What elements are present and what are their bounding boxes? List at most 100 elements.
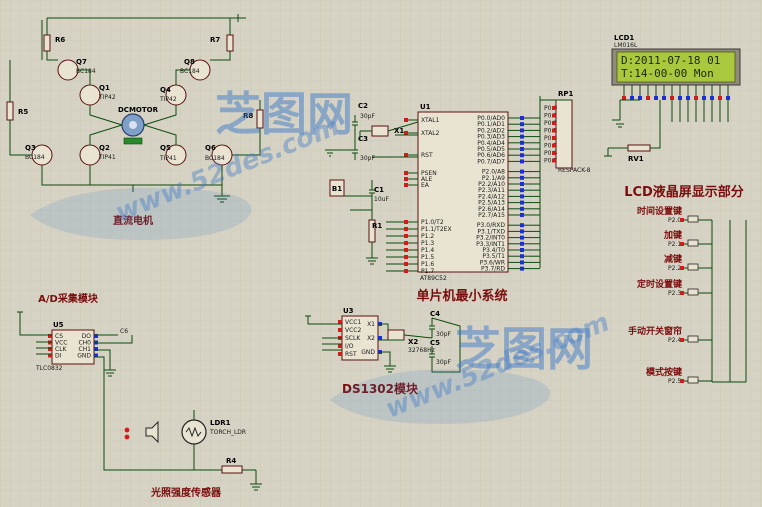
respack-rp1-body[interactable] xyxy=(555,99,573,169)
u1-right-pin-dot xyxy=(520,266,524,271)
q7-part: BC184 xyxy=(76,68,96,75)
ldr-zigzag-icon xyxy=(185,426,202,438)
resistor-r5-symbol[interactable] xyxy=(6,101,14,121)
u1-left-pin-dot xyxy=(404,171,408,175)
transistor-q2-symbol[interactable] xyxy=(79,144,101,166)
u1-part: AT89C52 xyxy=(420,275,447,282)
rp1-pin-label: P0.5 xyxy=(544,143,557,150)
rp1-pin-label: P0.1 xyxy=(544,113,557,120)
u1-left-pin-dot xyxy=(404,118,408,122)
b1-label: B1 xyxy=(332,185,342,193)
lcd-pin-dot xyxy=(622,96,626,100)
u1-right-pin-dot xyxy=(520,116,524,120)
u1-right-pin-label: P3.5/T1 xyxy=(482,253,505,260)
resistor-r6-symbol[interactable] xyxy=(43,34,51,52)
push-button-symbol[interactable] xyxy=(687,288,699,296)
mcu-section: U1 AT89C52 XTAL1XTAL2RSTPSENALEEAP1.0/T2… xyxy=(325,102,541,304)
u1-right-pin-dot xyxy=(520,241,524,246)
rp1-pin-label: P0.0 xyxy=(544,105,557,112)
u1-left-pin-dot xyxy=(404,177,408,181)
transistor-q1-symbol[interactable] xyxy=(79,84,101,106)
q4-part: TIP42 xyxy=(159,96,177,103)
mcu-u1-body[interactable] xyxy=(417,111,509,273)
rp1-pin-label: P0.3 xyxy=(544,128,557,135)
push-button-symbol[interactable] xyxy=(687,335,699,343)
u1-right-pin-dot xyxy=(520,248,524,252)
u5-pin-label: CLK xyxy=(55,346,68,353)
transistor-q7-symbol[interactable] xyxy=(57,59,79,81)
ground-icon xyxy=(214,195,230,203)
lcd-pin-dot xyxy=(686,96,690,100)
rp1-pin-dot xyxy=(552,121,556,125)
push-button-symbol[interactable] xyxy=(687,239,699,247)
u1-right-pin-label: P3.0/RXD xyxy=(477,222,505,229)
rp1-pin-list: P0.0P0.1P0.2P0.3P0.4P0.5P0.6P0.7 xyxy=(544,105,557,165)
u5-pin-dot xyxy=(48,353,52,358)
u5-part: TLC0832 xyxy=(35,365,63,372)
u3-pin-label: RST xyxy=(345,351,357,358)
lcd-pin-dot xyxy=(702,96,706,100)
potentiometer-rv1-symbol[interactable] xyxy=(627,144,651,152)
key-port-label: P2.2 xyxy=(668,265,681,272)
lcd-pin-dot xyxy=(678,96,682,100)
resistor-r7-symbol[interactable] xyxy=(226,34,234,52)
u1-right-pin-dot xyxy=(520,134,524,139)
lcd-pin-dot xyxy=(654,96,658,100)
key-label: 加键 xyxy=(663,229,683,241)
c1-value: 10uF xyxy=(374,196,389,203)
u3-pin-label: I/O xyxy=(345,343,354,350)
q6-part: BC184 xyxy=(205,155,225,162)
key-port-label: P2.0 xyxy=(668,217,681,224)
u5-pin-dot xyxy=(48,334,52,338)
u1-left-pin-label: P1.6 xyxy=(421,261,434,268)
watermark-brand-1: 芝图网 xyxy=(215,87,353,141)
key-port-dot xyxy=(680,218,684,222)
rp1-pin-dot xyxy=(552,128,556,133)
lcd-title: LCD液晶屏显示部分 xyxy=(624,184,744,200)
u1-right-pin-dot xyxy=(520,235,524,240)
u1-right-pin-label: P3.3/INT1 xyxy=(476,241,505,248)
u1-right-pin-dot xyxy=(520,159,524,164)
watermark-brand-2: 芝图网 xyxy=(455,322,593,376)
motor-shaft-icon xyxy=(129,121,137,129)
lcd-pin-row xyxy=(622,85,730,122)
crystal-x2-symbol[interactable] xyxy=(387,329,405,341)
push-button-symbol[interactable] xyxy=(687,376,699,384)
q6-label: Q6 xyxy=(205,144,216,152)
u1-right-pin-label: P0.3/AD3 xyxy=(477,134,505,141)
c4-value: 30pF xyxy=(436,331,451,338)
push-button-symbol[interactable] xyxy=(687,215,699,223)
u3-label: U3 xyxy=(343,307,354,315)
key-port-dot xyxy=(680,379,684,383)
push-button-symbol[interactable] xyxy=(687,263,699,271)
probe-dot-1 xyxy=(124,427,130,433)
crystal-x1-symbol[interactable] xyxy=(371,125,389,137)
u1-right-pin-dot xyxy=(520,153,524,158)
c3-value: 30pF xyxy=(360,155,375,162)
r6-label: R6 xyxy=(55,36,65,44)
resistor-r4-symbol[interactable] xyxy=(221,465,243,474)
u1-left-pins: XTAL1XTAL2RSTPSENALEEAP1.0/T2P1.1/T2EXP1… xyxy=(386,117,452,275)
r8-label: R8 xyxy=(243,112,253,120)
u1-right-pin-dot xyxy=(520,200,524,205)
u1-left-pin-label: P1.2 xyxy=(421,233,434,240)
capacitor-c5-symbol xyxy=(429,346,435,366)
x2-value: 32768Hz xyxy=(408,347,435,354)
lcd-pin-dot xyxy=(670,96,674,100)
u1-left-pin-dot xyxy=(404,153,408,157)
dc-motor-section: R6 R7 Q7 Q8 BC184 BC184 Q1 Q4 TIP42 TIP4… xyxy=(6,14,264,227)
u1-right-pin-dot xyxy=(520,122,524,127)
lcd-pin-dot xyxy=(710,96,714,100)
u1-right-pin-dot xyxy=(520,175,524,180)
button-b1-symbol[interactable] xyxy=(329,179,345,197)
rp1-pin-label: P0.6 xyxy=(544,150,557,157)
u1-left-pin-label: XTAL1 xyxy=(421,117,440,124)
c5-value: 30pF xyxy=(436,359,451,366)
u1-right-pin-label: P3.2/INT0 xyxy=(476,235,505,242)
torch-icon[interactable] xyxy=(145,420,159,444)
u1-right-pin-dot xyxy=(520,213,524,217)
u1-left-pin-label: P1.4 xyxy=(421,247,434,254)
u3-pin-label: GND xyxy=(361,349,375,356)
q1-label: Q1 xyxy=(99,84,110,92)
